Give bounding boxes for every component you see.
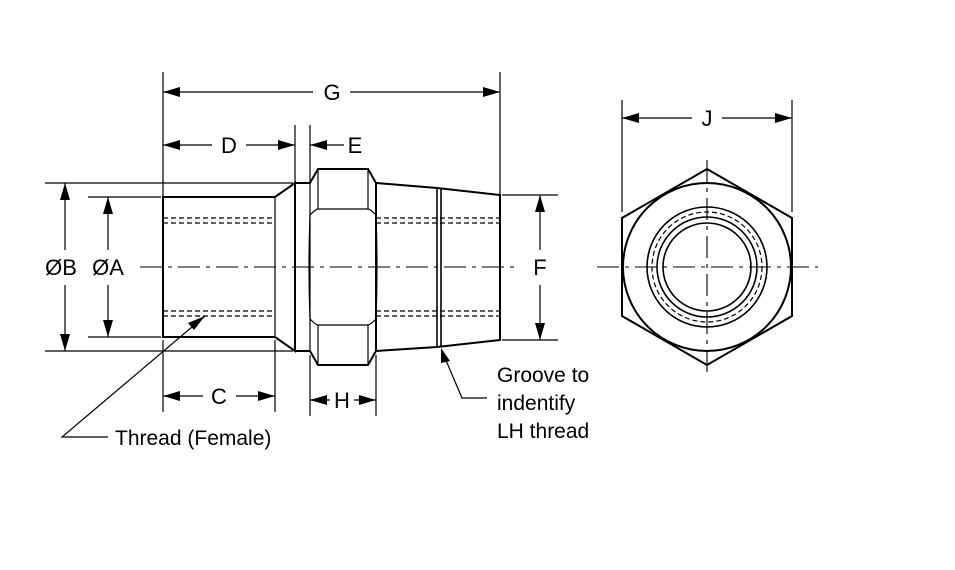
dimension-c: C	[162, 340, 276, 412]
label-h: H	[334, 388, 350, 413]
groove-note-line-1: Groove to	[497, 364, 589, 387]
dimension-j: J	[621, 100, 793, 212]
label-f: F	[533, 255, 546, 280]
label-e: E	[348, 133, 363, 158]
side-view	[140, 168, 520, 366]
groove-note-line-3: LH thread	[497, 420, 589, 443]
groove-note-line-2: indentify	[497, 392, 576, 415]
label-c: C	[211, 384, 227, 409]
dimension-g: G	[162, 72, 501, 196]
thread-callout: Thread (Female)	[60, 315, 271, 450]
thread-note: Thread (Female)	[115, 427, 271, 450]
label-j: J	[702, 106, 713, 131]
dimension-h: H	[309, 355, 377, 416]
dimension-f: F	[502, 194, 558, 341]
label-d: D	[221, 133, 237, 158]
dimension-oa: ØA	[88, 196, 161, 338]
label-g: G	[323, 80, 340, 105]
label-ob: ØB	[45, 255, 77, 280]
dimension-d: D	[163, 125, 296, 182]
dimension-e: E	[309, 125, 363, 182]
groove-callout: Groove to indentify LH thread	[441, 348, 589, 443]
dimension-ob: ØB	[45, 182, 293, 352]
end-view	[597, 160, 818, 375]
label-oa: ØA	[92, 255, 124, 280]
